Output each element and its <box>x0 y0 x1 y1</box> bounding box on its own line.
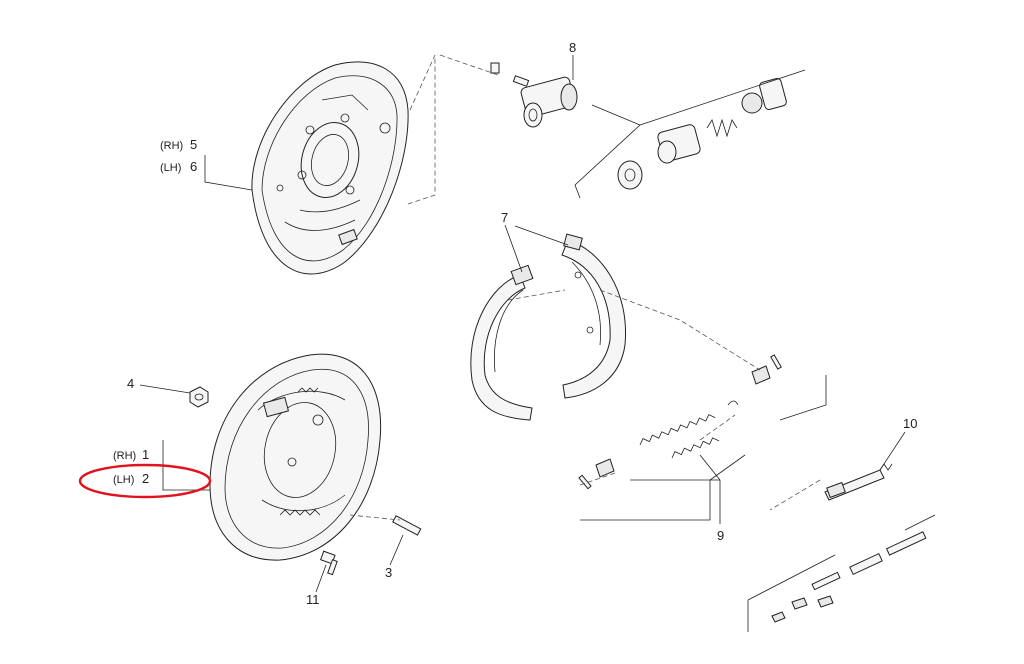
callout-leaders <box>139 55 906 593</box>
brake-shoe-right[interactable] <box>561 233 627 399</box>
rh-label: (RH) <box>113 450 136 462</box>
pin[interactable] <box>392 515 422 536</box>
group-brackets <box>574 69 936 632</box>
callout-10: 10 <box>903 416 917 431</box>
drum-brake-assembly[interactable] <box>209 353 382 561</box>
adjuster-exploded-parts <box>771 531 927 623</box>
rh-label: (RH) <box>160 140 183 152</box>
bolt[interactable] <box>320 550 338 576</box>
side-labels-bottom: (RH) 1 (LH) 2 <box>113 447 149 486</box>
wheel-cylinder[interactable] <box>490 62 578 128</box>
side-labels-top: (RH) 5 (LH) 6 <box>160 137 197 174</box>
wheel-cylinder-exploded-parts <box>617 78 787 190</box>
callout-4: 4 <box>127 376 134 391</box>
callout-3: 3 <box>385 565 392 580</box>
callout-7: 7 <box>501 210 508 225</box>
callout-numbers: 8 7 4 10 9 3 11 <box>127 40 917 607</box>
callout-2: 2 <box>142 471 149 486</box>
guide-lines <box>349 54 821 521</box>
lh-label: (LH) <box>113 474 134 486</box>
backing-plate[interactable] <box>251 61 409 275</box>
callout-6: 6 <box>190 159 197 174</box>
highlight-ellipse <box>78 463 212 499</box>
callout-8: 8 <box>569 40 576 55</box>
callout-9: 9 <box>717 528 724 543</box>
callout-1: 1 <box>142 447 149 462</box>
callout-5: 5 <box>190 137 197 152</box>
callout-11: 11 <box>306 592 320 607</box>
brake-shoe-left[interactable] <box>470 264 534 421</box>
adjuster[interactable] <box>824 463 893 501</box>
lh-label: (LH) <box>160 162 181 174</box>
nut[interactable] <box>189 386 209 408</box>
spring-kit[interactable] <box>578 354 782 490</box>
